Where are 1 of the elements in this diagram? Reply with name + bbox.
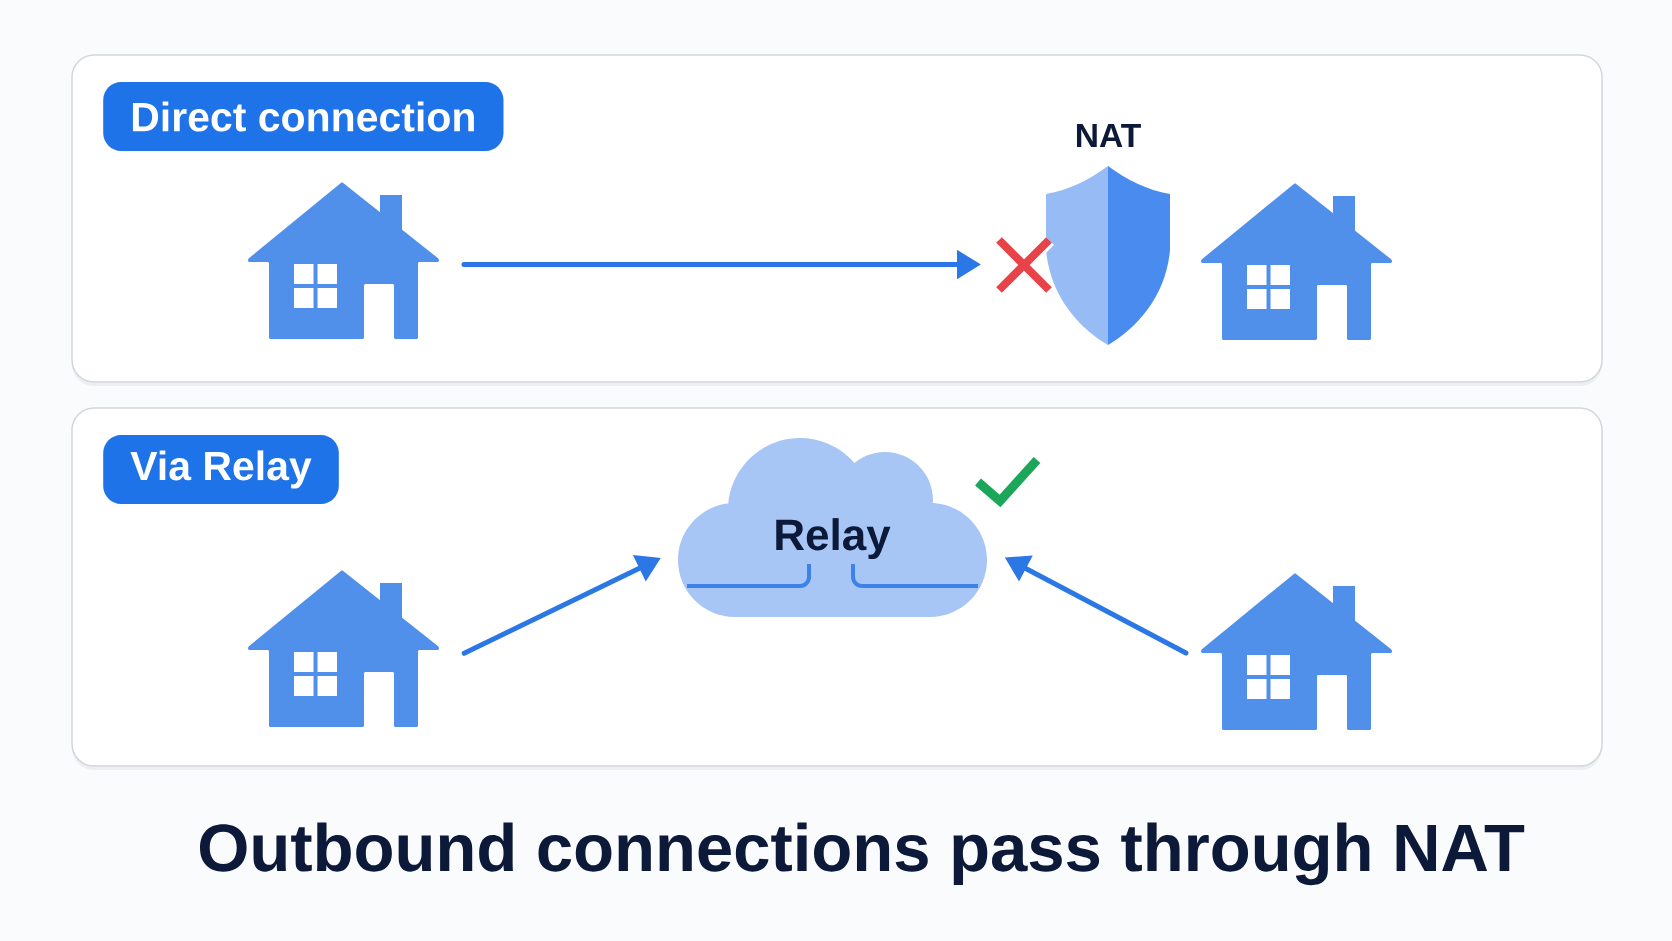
caption: Outbound connections pass through NAT <box>200 822 1525 886</box>
